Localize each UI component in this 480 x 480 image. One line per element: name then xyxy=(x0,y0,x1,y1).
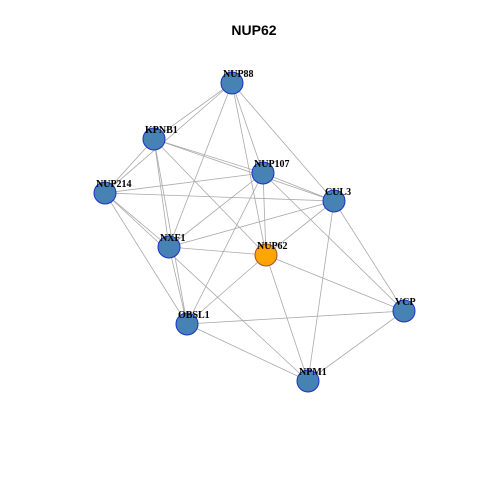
edge-nup214-npm1 xyxy=(104,192,309,382)
node-nup88[interactable] xyxy=(220,71,244,95)
node-cul3[interactable] xyxy=(322,189,346,213)
node-label-npm1: NPM1 xyxy=(299,367,327,378)
edge-kpnb1-cul3 xyxy=(153,138,335,202)
edge-nup107-nxf1 xyxy=(168,172,264,248)
edge-kpnb1-nxf1 xyxy=(153,138,170,248)
edge-nup88-nxf1 xyxy=(168,82,233,248)
node-npm1[interactable] xyxy=(296,369,320,393)
edge-cul3-vcp xyxy=(333,200,405,312)
node-nup62[interactable] xyxy=(254,243,278,267)
node-label-vcp: VCP xyxy=(395,297,416,308)
edge-nup214-cul3 xyxy=(104,192,335,202)
node-label-nup214: NUP214 xyxy=(96,179,132,190)
edge-cul3-nxf1 xyxy=(168,200,335,248)
edge-nup62-obsl1 xyxy=(186,254,267,325)
edge-kpnb1-nup214 xyxy=(104,138,155,194)
edge-cul3-npm1 xyxy=(307,200,335,382)
edge-nup88-nup107 xyxy=(231,82,264,174)
node-obsl1[interactable] xyxy=(175,312,199,336)
edge-nup214-obsl1 xyxy=(104,192,188,325)
edge-nup107-vcp xyxy=(262,172,405,312)
edge-nup107-obsl1 xyxy=(186,172,264,325)
node-kpnb1[interactable] xyxy=(142,127,166,151)
node-nup214[interactable] xyxy=(93,181,117,205)
edge-nup88-cul3 xyxy=(231,82,335,202)
edge-nup88-nup214 xyxy=(104,82,233,194)
node-label-kpnb1: KPNB1 xyxy=(145,125,178,136)
edge-cul3-nup62 xyxy=(265,200,335,256)
node-nxf1[interactable] xyxy=(157,235,181,259)
node-label-nup62: NUP62 xyxy=(257,241,288,252)
edge-nup214-nup107 xyxy=(104,172,264,194)
edge-kpnb1-obsl1 xyxy=(153,138,188,325)
chart-title: NUP62 xyxy=(231,22,276,38)
node-nup107[interactable] xyxy=(251,161,275,185)
node-label-nxf1: NXF1 xyxy=(160,233,186,244)
edge-nup214-nxf1 xyxy=(104,192,170,248)
edge-vcp-npm1 xyxy=(307,310,405,382)
node-label-cul3: CUL3 xyxy=(325,187,351,198)
edge-nxf1-nup62 xyxy=(168,246,267,256)
edge-nxf1-obsl1 xyxy=(168,246,188,325)
edge-layer xyxy=(104,82,405,382)
node-label-nup88: NUP88 xyxy=(223,69,254,80)
node-layer xyxy=(93,71,416,393)
node-label-nup107: NUP107 xyxy=(254,159,290,170)
edge-obsl1-npm1 xyxy=(186,323,309,382)
edge-kpnb1-nup107 xyxy=(153,138,264,174)
edge-nup107-nup62 xyxy=(262,172,267,256)
edge-nup107-cul3 xyxy=(262,172,335,202)
edge-nup88-kpnb1 xyxy=(153,82,233,140)
node-label-obsl1: OBSL1 xyxy=(178,310,210,321)
edge-vcp-obsl1 xyxy=(186,310,405,325)
node-vcp[interactable] xyxy=(392,299,416,323)
edge-nup62-vcp xyxy=(265,254,405,312)
